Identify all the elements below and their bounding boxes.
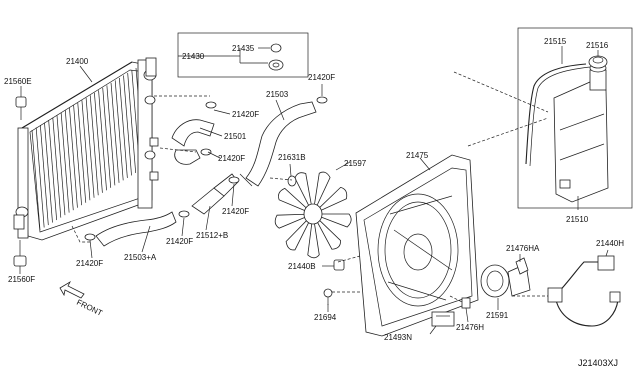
radiator-fin xyxy=(73,105,82,206)
callout-21420f: 21420F xyxy=(166,237,193,246)
callout-21420f: 21420F xyxy=(222,207,249,216)
callout-21420f: 21420F xyxy=(76,259,103,268)
fan-wire-harness xyxy=(547,255,621,327)
callout-21476ha: 21476HA xyxy=(506,244,540,253)
radiator-fin xyxy=(98,90,107,191)
callout-21515: 21515 xyxy=(544,37,567,46)
front-direction-arrow xyxy=(59,280,85,299)
leader-lines xyxy=(19,46,609,335)
callout-21560e: 21560E xyxy=(4,77,32,86)
callout-21510: 21510 xyxy=(566,215,589,224)
radiator-fin xyxy=(110,82,120,183)
callout-21501: 21501 xyxy=(224,132,247,141)
radiator-fin xyxy=(31,129,41,231)
radiator-fin xyxy=(127,72,137,173)
lower-mount-bushing xyxy=(13,240,27,267)
radiator-fin xyxy=(77,102,87,203)
callout-21476h: 21476H xyxy=(456,323,484,332)
callout-21440b: 21440B xyxy=(288,262,316,271)
upper-hose-21503 xyxy=(239,101,317,187)
radiator-fin xyxy=(81,100,91,201)
upper-hose-21501 xyxy=(171,119,215,165)
callout-21493n: 21493N xyxy=(384,333,412,342)
fan-hub xyxy=(303,203,323,225)
callout-21475: 21475 xyxy=(406,151,429,160)
fan-shroud xyxy=(355,154,479,337)
radiator-fin xyxy=(52,117,62,218)
radiator-fin xyxy=(85,97,95,198)
reservoir-tank xyxy=(553,63,609,203)
harness-clip-21476h xyxy=(461,297,471,309)
radiator-fin xyxy=(119,77,128,178)
hose-clamp xyxy=(84,96,328,241)
callout-21516: 21516 xyxy=(586,41,609,50)
drain-plug-inset xyxy=(177,32,309,78)
front-label: FRONT xyxy=(75,298,104,318)
radiator-fin xyxy=(56,115,66,216)
fan-blade xyxy=(313,171,331,207)
fan-resistor xyxy=(431,311,455,327)
bolt-21694 xyxy=(323,288,333,305)
upper-mount-bushing xyxy=(15,96,27,120)
callout-21560f: 21560F xyxy=(8,275,35,284)
reservoir-hose xyxy=(525,63,591,167)
radiator-fin xyxy=(44,122,53,223)
fan-hub-21631b xyxy=(287,175,297,187)
callout-labels: 21400 21560E 21560F 21430 21435 21420F 2… xyxy=(4,37,624,368)
callout-21420f: 21420F xyxy=(232,110,259,119)
radiator-fin xyxy=(39,125,49,226)
radiator-fin xyxy=(35,127,45,228)
callout-21512b: 21512+B xyxy=(196,231,228,240)
diagram-reference-code: J21403XJ xyxy=(578,358,618,368)
reservoir-cap xyxy=(588,55,608,69)
radiator-fin xyxy=(89,95,99,196)
callout-21503a: 21503+A xyxy=(124,253,157,262)
fan-blade xyxy=(278,187,308,212)
radiator-fin xyxy=(64,110,74,211)
radiator-fin xyxy=(48,120,57,221)
fan-blade xyxy=(307,222,320,259)
fan-blade xyxy=(318,186,348,212)
radiator-fin xyxy=(106,85,116,186)
callout-21694: 21694 xyxy=(314,313,337,322)
radiator-fin xyxy=(123,75,132,176)
callout-21435: 21435 xyxy=(232,44,255,53)
harness-clip-21476ha xyxy=(515,257,529,275)
radiator xyxy=(13,57,159,241)
radiator-fin xyxy=(94,92,103,193)
radiator-fin xyxy=(60,112,70,213)
callout-21503: 21503 xyxy=(266,90,289,99)
callout-21631b: 21631B xyxy=(278,153,306,162)
cooling-fan-blade xyxy=(274,171,352,259)
radiator-fin xyxy=(114,80,124,181)
radiator-fin xyxy=(102,87,112,188)
callout-21420f: 21420F xyxy=(308,73,335,82)
fan-blade xyxy=(274,213,306,229)
fan-blade xyxy=(320,213,352,228)
callout-21440h: 21440H xyxy=(596,239,624,248)
fan-blade xyxy=(316,219,341,250)
reservoir-inset xyxy=(517,27,633,209)
radiator-fin xyxy=(69,107,78,208)
callout-21400: 21400 xyxy=(66,57,89,66)
callout-21430: 21430 xyxy=(182,52,205,61)
callout-21420f: 21420F xyxy=(218,154,245,163)
assembly-dashed-lines xyxy=(71,71,549,303)
callout-21597: 21597 xyxy=(344,159,367,168)
callout-21591: 21591 xyxy=(486,311,509,320)
lower-hose-21503a xyxy=(95,211,177,247)
fan-blade xyxy=(285,219,310,251)
rubber-mount-21440b xyxy=(333,259,345,271)
